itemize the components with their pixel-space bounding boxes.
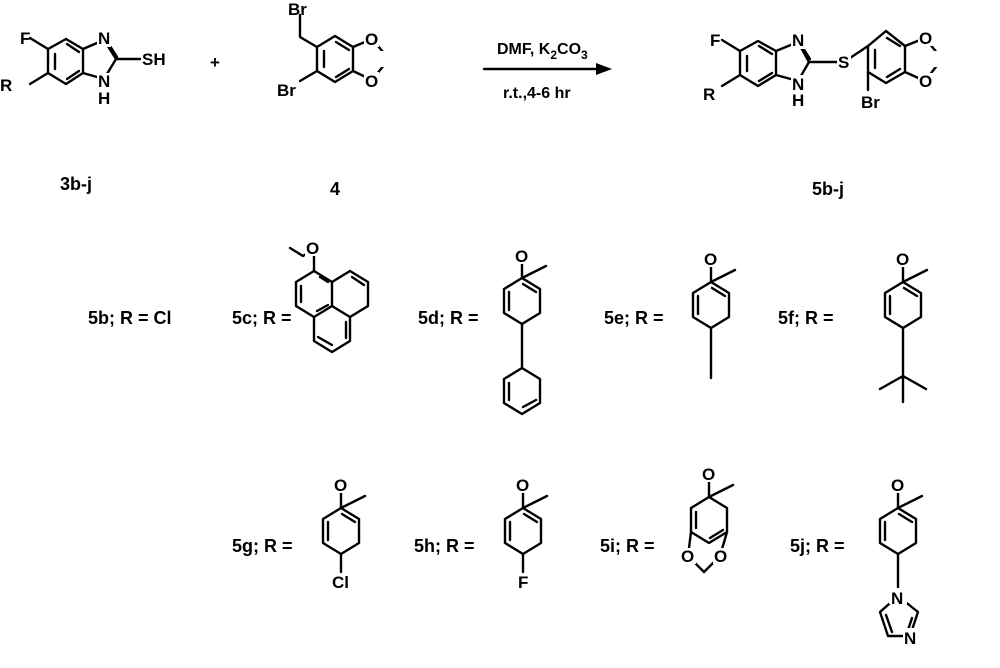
oxygen-label: O (334, 476, 347, 495)
conditions-bottom: r.t.,4-6 hr (503, 85, 571, 102)
structure-3b-j: F R N N H SH (0, 29, 166, 108)
nitrogen-label: N (904, 629, 916, 648)
oxygen-label: O (681, 547, 694, 566)
conditions-top: DMF, K2CO3 (497, 41, 588, 62)
structure-5c-naphthyl: O (288, 239, 370, 354)
nitrogen-label: N (792, 31, 804, 50)
oxygen-label: O (306, 239, 319, 258)
structure-5f-tert-butylphenyl: O (878, 250, 929, 404)
compound-label-4: 4 (330, 179, 340, 199)
structure-5g-chlorophenyl: O Cl (321, 476, 367, 592)
bromo-label: Br (277, 81, 296, 100)
substituent-5g: 5g; R = (232, 536, 293, 556)
reaction-arrow: DMF, K2CO3 r.t.,4-6 hr (482, 41, 612, 102)
compound-label-5b-j: 5b-j (812, 179, 844, 199)
nitrogen-label: N (98, 72, 110, 91)
structure-4: Br Br O O (277, 0, 396, 100)
substituent-5d: 5d; R = (418, 308, 479, 328)
r-label: R (703, 85, 715, 104)
oxygen-label: O (919, 29, 932, 48)
compound-label-3b-j: 3b-j (60, 174, 92, 194)
substituent-5b: 5b; R = Cl (88, 308, 172, 328)
substituent-5j: 5j; R = (790, 536, 845, 556)
structure-5j-imidazolylphenyl: O N N (878, 476, 924, 648)
oxygen-label: O (704, 250, 717, 269)
r-label: R (0, 76, 12, 95)
structure-5d-biphenyl: O (502, 247, 548, 416)
oxygen-label: O (714, 547, 727, 566)
oxygen-label: O (702, 465, 715, 484)
chloro-label: Cl (332, 573, 349, 592)
substituent-5e: 5e; R = (604, 308, 664, 328)
fluoro-label: F (710, 31, 720, 50)
oxygen-label: O (365, 72, 378, 91)
substituent-5f: 5f; R = (778, 308, 834, 328)
nitrogen-label: N (792, 75, 804, 94)
hydrogen-label: H (98, 89, 110, 108)
bromo-label: Br (288, 0, 307, 19)
fluoro-label: F (20, 29, 30, 48)
sulfur-label: S (838, 53, 849, 72)
substituent-5i: 5i; R = (600, 536, 655, 556)
bromo-label: Br (861, 93, 880, 112)
oxygen-label: O (516, 476, 529, 495)
oxygen-label: O (896, 250, 909, 269)
oxygen-label: O (365, 30, 378, 49)
plus-sign: + (210, 53, 220, 72)
structure-5b-j: F R N N H S Br O O (703, 29, 949, 112)
oxygen-label: O (515, 247, 528, 266)
oxygen-label: O (919, 72, 932, 91)
hydrogen-label: H (792, 91, 804, 110)
nitrogen-label: N (98, 29, 110, 48)
nitrogen-label: N (891, 589, 903, 608)
structure-5i-benzodioxolyl: O O O (680, 465, 735, 574)
substituent-5c: 5c; R = (232, 308, 292, 328)
substituent-5h: 5h; R = (414, 536, 475, 556)
structure-5e-tolyl: O (691, 250, 737, 380)
fluoro-label: F (518, 573, 528, 592)
thiol-label: SH (142, 50, 166, 69)
oxygen-label: O (891, 476, 904, 495)
structure-5h-fluorophenyl: O F (503, 476, 549, 592)
